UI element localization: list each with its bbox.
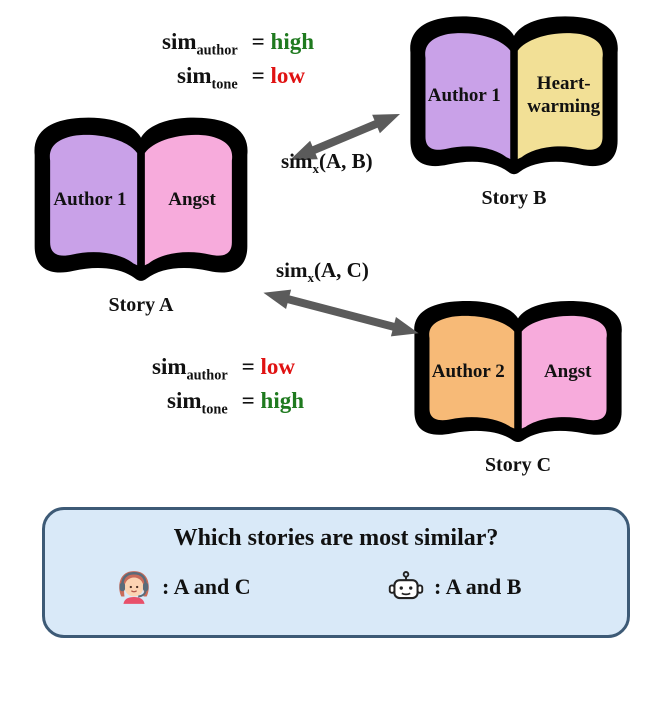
- story-c-book: Author 2 Angst Story C: [405, 297, 631, 476]
- value-high: high: [270, 29, 315, 54]
- value-high: high: [260, 387, 305, 413]
- human-headset-icon: [115, 568, 153, 606]
- robot-icon: [387, 568, 425, 606]
- book-b-right-page-label: Heart-warming: [527, 73, 601, 118]
- args-text: (A, B): [319, 149, 373, 173]
- equals-sign: =: [241, 387, 255, 413]
- sim-tone-label: simtone: [162, 61, 238, 95]
- story-b-caption: Story B: [481, 187, 547, 209]
- args-text: (A, C): [314, 258, 369, 282]
- x-subscript: x: [307, 270, 315, 286]
- equals-sign: =: [241, 354, 255, 379]
- sim-text: sim: [177, 62, 212, 88]
- story-b-book: Author 1 Heart-warming Story B: [401, 12, 627, 209]
- open-book-icon: [414, 300, 622, 443]
- value-low: low: [270, 62, 306, 88]
- robot-answer: : A and B: [387, 568, 521, 606]
- human-answer-text: : A and C: [162, 574, 251, 599]
- robot-answer-text: : A and B: [434, 574, 522, 599]
- sim-tone-value: = low: [252, 61, 314, 95]
- sim-author-value: = low: [242, 352, 304, 386]
- similarity-values-ac: simauthor = low simtone = high: [152, 352, 304, 419]
- book-a-left-page-label: Author 1: [53, 188, 127, 210]
- sim-text: sim: [162, 29, 197, 54]
- author-subscript: author: [186, 367, 228, 384]
- equals-sign: =: [251, 62, 265, 88]
- story-c-caption: Story C: [484, 454, 552, 476]
- question-title: Which stories are most similar?: [173, 525, 499, 551]
- similarity-arrow-ac: [263, 289, 419, 337]
- sim-author-label: simauthor: [162, 27, 238, 61]
- sim-x-ac-label: simx(A, C): [276, 258, 369, 286]
- sim-text: sim: [281, 149, 313, 173]
- sim-text: sim: [167, 387, 202, 413]
- sim-text: sim: [152, 354, 187, 379]
- similarity-arrow-ab: [290, 113, 400, 161]
- sim-text: sim: [276, 258, 308, 282]
- tone-subscript: tone: [211, 76, 238, 93]
- equals-sign: =: [251, 29, 265, 54]
- x-subscript: x: [312, 161, 320, 177]
- sim-author-value: = high: [252, 27, 314, 61]
- book-c-right-page-label: Angst: [543, 360, 592, 382]
- question-box: Which stories are most similar? : A and …: [42, 507, 630, 638]
- story-a-caption: Story A: [108, 294, 174, 316]
- book-c-left-page-label: Author 2: [431, 360, 505, 382]
- book-a-right-page-label: Angst: [168, 188, 216, 210]
- tone-subscript: tone: [201, 401, 228, 418]
- open-book-icon: [410, 16, 618, 175]
- story-a-book: Author 1 Angst Story A: [25, 113, 257, 316]
- human-answer: : A and C: [115, 568, 251, 606]
- author-subscript: author: [196, 42, 238, 59]
- similarity-values-ab: simauthor = high simtone = low: [162, 27, 314, 94]
- sim-author-label: simauthor: [152, 352, 228, 386]
- value-low: low: [260, 354, 296, 379]
- sim-x-ab-label: simx(A, B): [281, 149, 373, 177]
- sim-tone-value: = high: [242, 386, 304, 420]
- sim-tone-label: simtone: [152, 386, 228, 420]
- book-b-left-page-label: Author 1: [427, 84, 501, 106]
- open-book-icon: [34, 117, 248, 281]
